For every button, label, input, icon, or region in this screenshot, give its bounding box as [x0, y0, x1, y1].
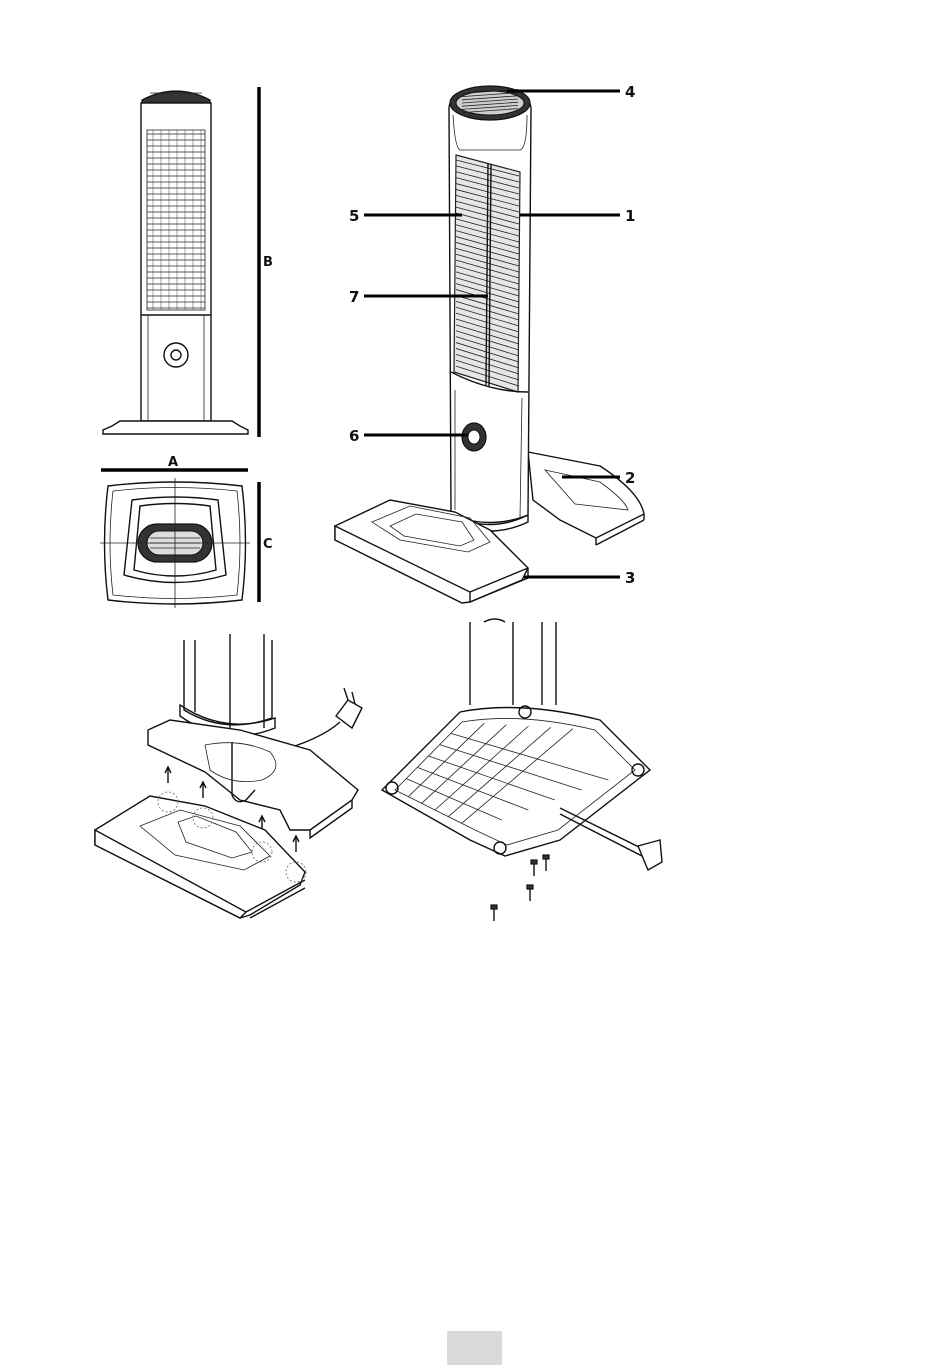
- dimension-label-c: C: [263, 537, 273, 552]
- callout-6: 6: [349, 427, 359, 445]
- dimension-label-a: A: [168, 455, 178, 470]
- callout-3: 3: [625, 569, 635, 587]
- dimension-label-b: B: [263, 255, 273, 270]
- callout-1: 1: [625, 207, 635, 225]
- perspective-view: [335, 86, 644, 603]
- assembly-view: [95, 634, 362, 918]
- callout-2: 2: [625, 469, 635, 487]
- page-number: [447, 1331, 502, 1365]
- callout-5: 5: [349, 207, 359, 225]
- front-view: B: [103, 87, 273, 437]
- underside-view: [382, 619, 662, 921]
- top-view: A C: [100, 455, 273, 608]
- callout-7: 7: [349, 288, 359, 306]
- callout-4: 4: [625, 83, 635, 101]
